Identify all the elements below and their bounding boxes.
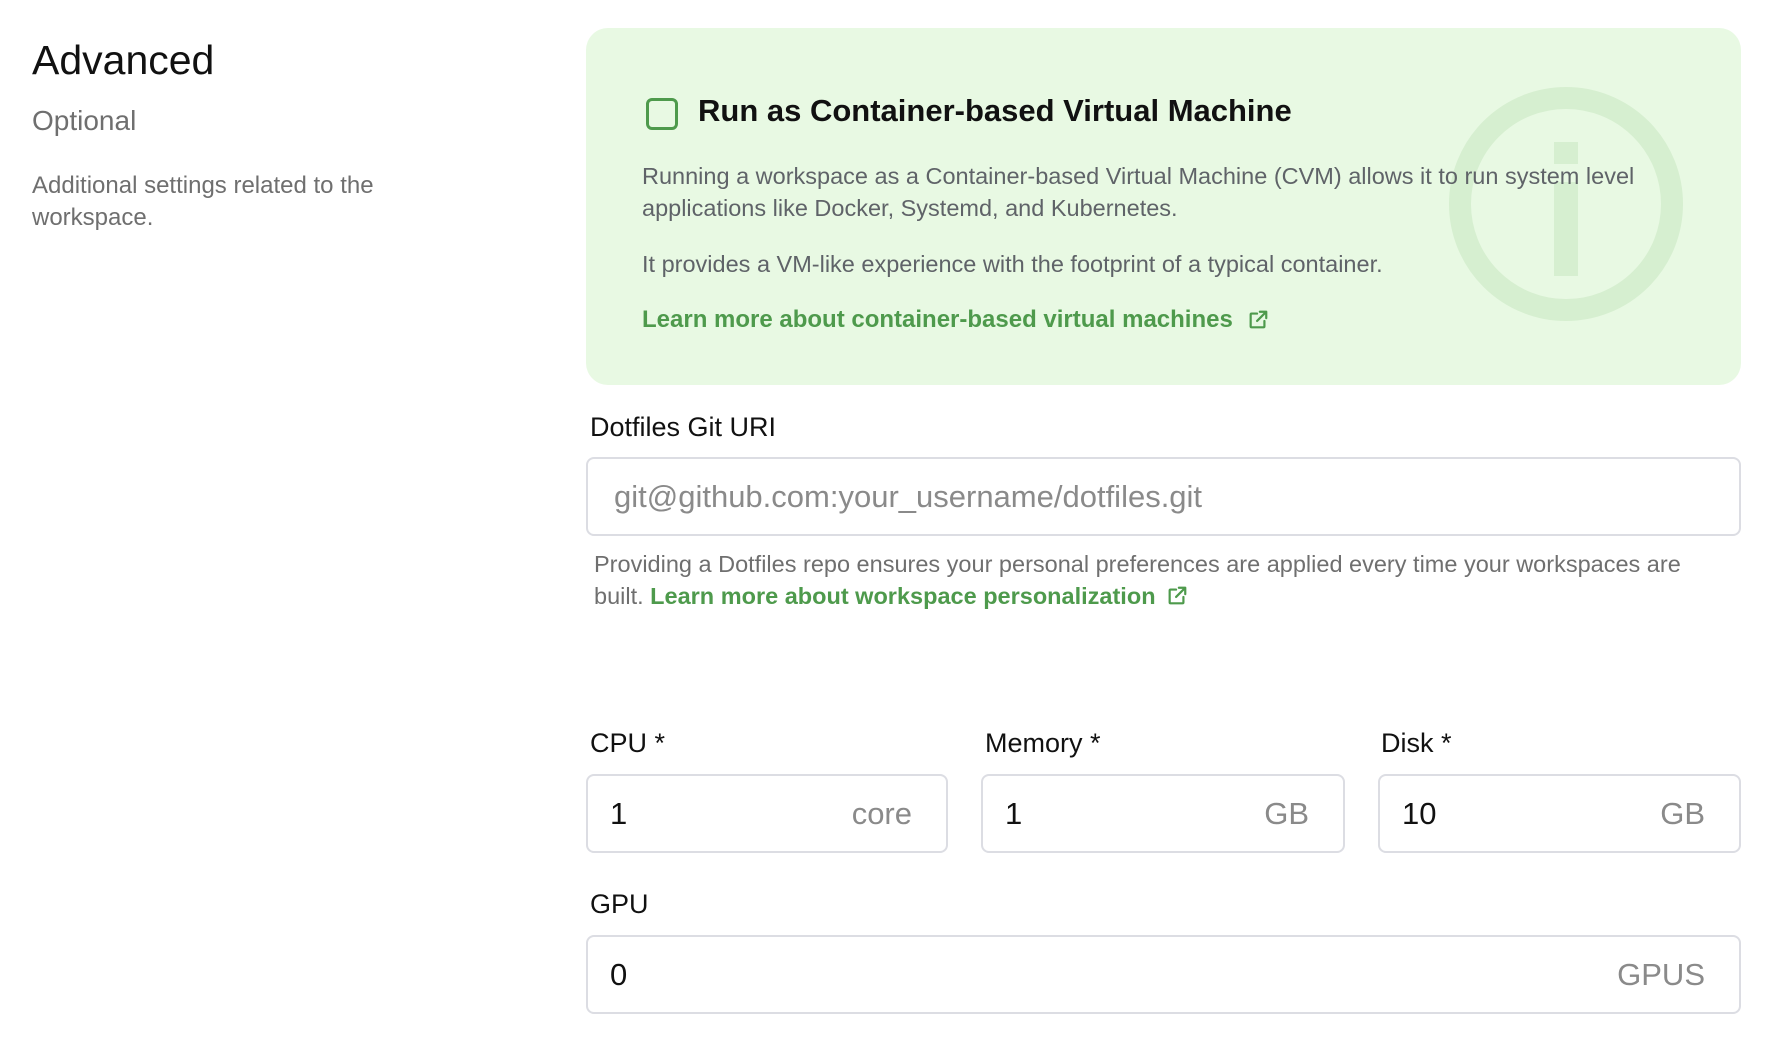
personalization-link-label: Learn more about workspace personalizati… bbox=[650, 583, 1156, 609]
disk-label: Disk * bbox=[1381, 728, 1452, 758]
dotfiles-help-text: Providing a Dotfiles repo ensures your p… bbox=[594, 551, 1681, 609]
section-title: Advanced bbox=[32, 37, 215, 83]
cpu-field: core bbox=[586, 774, 948, 853]
cpu-unit: core bbox=[851, 795, 912, 831]
gpu-input[interactable] bbox=[610, 956, 1618, 993]
disk-field: GB bbox=[1378, 774, 1741, 853]
memory-field: GB bbox=[981, 774, 1345, 853]
memory-input[interactable] bbox=[1005, 795, 1265, 832]
external-link-icon bbox=[1249, 310, 1268, 329]
section-subtitle: Optional bbox=[32, 105, 137, 136]
cvm-learn-more-label: Learn more about container-based virtual… bbox=[642, 306, 1233, 333]
info-icon bbox=[1449, 87, 1683, 321]
disk-unit: GB bbox=[1660, 795, 1705, 831]
cpu-label: CPU * bbox=[590, 728, 666, 758]
dotfiles-uri-input[interactable] bbox=[586, 457, 1741, 536]
dotfiles-help: Providing a Dotfiles repo ensures your p… bbox=[594, 548, 1714, 612]
section-description: Additional settings related to the works… bbox=[32, 172, 374, 231]
dotfiles-label: Dotfiles Git URI bbox=[590, 412, 777, 442]
external-link-icon bbox=[1168, 586, 1186, 605]
cvm-description: Running a workspace as a Container-based… bbox=[642, 163, 1635, 221]
cvm-checkbox[interactable] bbox=[646, 98, 678, 130]
memory-label: Memory * bbox=[985, 728, 1101, 758]
cvm-learn-more-link[interactable]: Learn more about container-based virtual… bbox=[642, 304, 1269, 336]
gpu-unit: GPUS bbox=[1617, 956, 1705, 992]
gpu-field: GPUS bbox=[586, 935, 1741, 1014]
cpu-input[interactable] bbox=[610, 795, 852, 832]
personalization-learn-more-link[interactable]: Learn more about workspace personalizati… bbox=[650, 583, 1187, 609]
memory-unit: GB bbox=[1264, 795, 1309, 831]
gpu-label: GPU bbox=[590, 889, 649, 919]
disk-input[interactable] bbox=[1402, 795, 1661, 832]
cvm-title: Run as Container-based Virtual Machine bbox=[698, 93, 1292, 128]
cvm-footprint-note: It provides a VM-like experience with th… bbox=[642, 251, 1383, 277]
cvm-callout: Run as Container-based Virtual Machine R… bbox=[586, 28, 1741, 385]
